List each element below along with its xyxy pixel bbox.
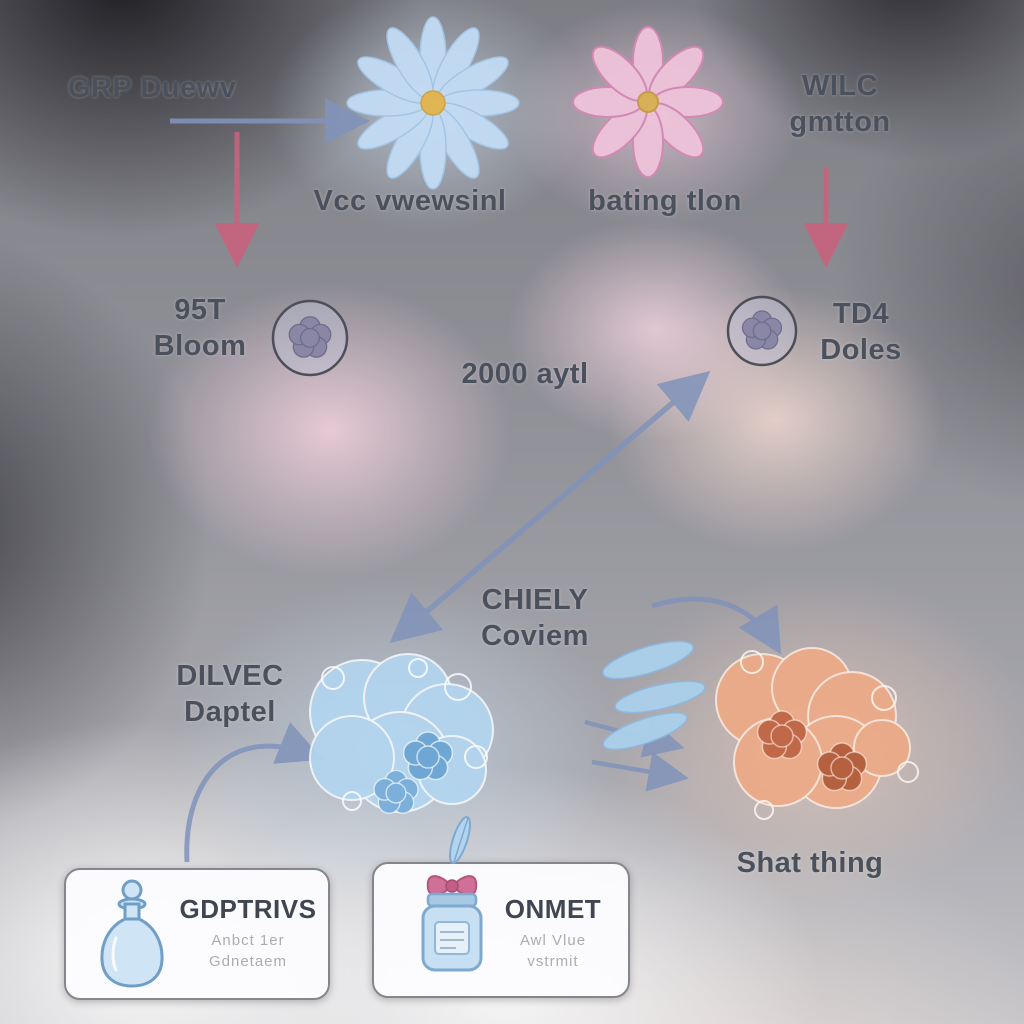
label-grp-duewv: GRP Duewv (68, 72, 237, 104)
label-chiely-coviem: CHIELY Coviem (481, 584, 589, 652)
arrow-chiely-to-orange-cloud (651, 596, 782, 655)
card-title: GDPTRIVS (179, 894, 317, 924)
orange-watercolor-cloud-icon (715, 647, 919, 820)
card-subtext: Awl Vlue vstrmit (519, 932, 587, 970)
label-bating-tlon: bating tlon (588, 185, 742, 217)
arrow-box-to-blue-cloud (184, 722, 324, 863)
arrow-leaves-to-orange-cloud-2 (591, 751, 689, 792)
blue-daisy-flower-icon (346, 16, 520, 190)
blue-watercolor-cloud-icon (309, 653, 494, 814)
pink-flower-icon (572, 26, 724, 178)
card-subtext: Anbct 1er Gdnetaem (208, 932, 288, 970)
arrow-double-cloud-to-td4 (389, 370, 711, 644)
flower-badge-icon (726, 295, 798, 367)
card-title: ONMET (504, 894, 602, 924)
jar-body (421, 892, 483, 972)
blue-leaves-icon (602, 640, 706, 751)
card-onmet: ONMET Awl Vlue vstrmit (372, 862, 630, 998)
water-bottle-icon (100, 879, 164, 988)
label-td4-doles: TD4 Doles (820, 298, 902, 366)
bow-icon (426, 875, 478, 896)
label-wilc-gmtton: WILC gmtton (789, 70, 891, 138)
card-gdptrivs-text: GDPTRIVS Anbct 1er Gdnetaem (174, 894, 322, 972)
label-shat-thing: Shat thing (736, 847, 884, 879)
label-dilvec-daptel: DILVEC Daptel (176, 660, 284, 728)
feather-icon (449, 816, 471, 864)
label-2000-ayt: 2000 aytl (461, 358, 589, 390)
card-onmet-text: ONMET Awl Vlue vstrmit (486, 894, 620, 972)
flower-badge-icon (271, 299, 349, 377)
gift-jar-with-bow-icon (421, 816, 483, 972)
label-95t-bloom: 95T Bloom (153, 294, 247, 362)
label-vcc-vwewsinl: Vcc vwewsinl (313, 185, 507, 217)
